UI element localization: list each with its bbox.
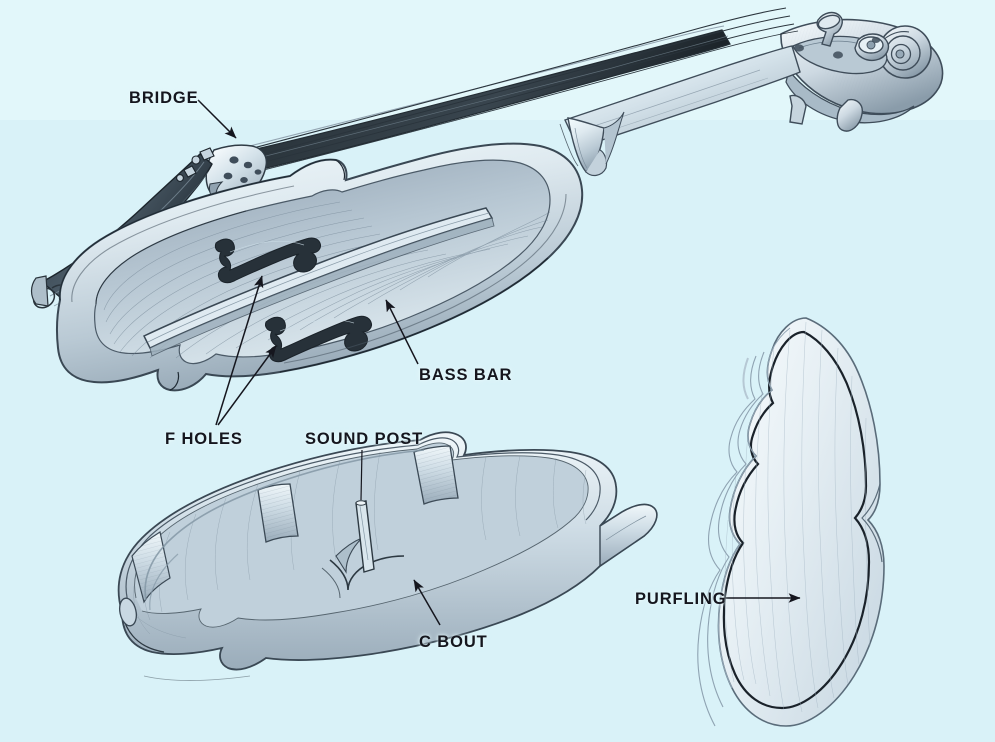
label-purfling: PURFLING <box>635 590 727 608</box>
rib-garland <box>117 431 658 681</box>
scroll-assembly <box>780 11 944 132</box>
leader-bass-bar <box>385 299 419 365</box>
strings <box>215 7 799 181</box>
label-bridge: BRIDGE <box>129 89 199 107</box>
fine-tuners <box>176 147 215 182</box>
leader-f-hole-upper <box>215 275 264 426</box>
leader-f-hole-lower <box>217 345 277 426</box>
back-plate-grain <box>724 321 871 713</box>
label-c-bout: C BOUT <box>419 633 488 651</box>
leader-sound-post <box>360 449 363 501</box>
label-bass-bar: BASS BAR <box>419 366 513 384</box>
leader-c-bout <box>413 579 441 626</box>
scroll-volute <box>878 25 932 79</box>
callout-leaders <box>197 99 801 626</box>
top-plate <box>55 142 584 392</box>
back-plate <box>697 317 885 727</box>
label-sound-post: SOUND POST <box>305 430 424 448</box>
label-f-holes: F HOLES <box>165 430 243 448</box>
neck-and-fingerboard <box>215 7 801 181</box>
corner-blocks <box>131 445 459 604</box>
leader-bridge <box>197 99 237 139</box>
sound-post <box>355 500 375 573</box>
peg-holes <box>794 37 881 59</box>
